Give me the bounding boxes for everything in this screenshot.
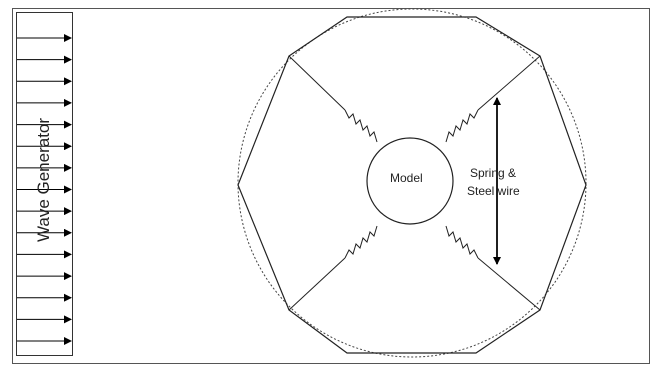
spring-sw [344, 225, 378, 259]
spring-label-line1: Spring & [470, 166, 517, 180]
octagon-frame [237, 16, 587, 354]
spring-ne [445, 109, 479, 143]
mooring-line-se [477, 257, 541, 311]
wave-generator-label: Wave Generator [34, 117, 53, 243]
model-label: Model [390, 171, 423, 185]
outer-circle [237, 8, 587, 358]
mooring-line-sw [288, 257, 346, 311]
spring-nw [344, 109, 378, 143]
spring-se [445, 225, 479, 259]
wave-generator-box [16, 12, 73, 356]
diagram-frame [12, 8, 650, 364]
mooring-line-ne [477, 55, 541, 111]
mooring-line-nw [288, 55, 346, 111]
model-circle [366, 137, 454, 225]
wave-arrows [17, 34, 72, 345]
spring-label-line2: Steel wire [467, 184, 520, 198]
